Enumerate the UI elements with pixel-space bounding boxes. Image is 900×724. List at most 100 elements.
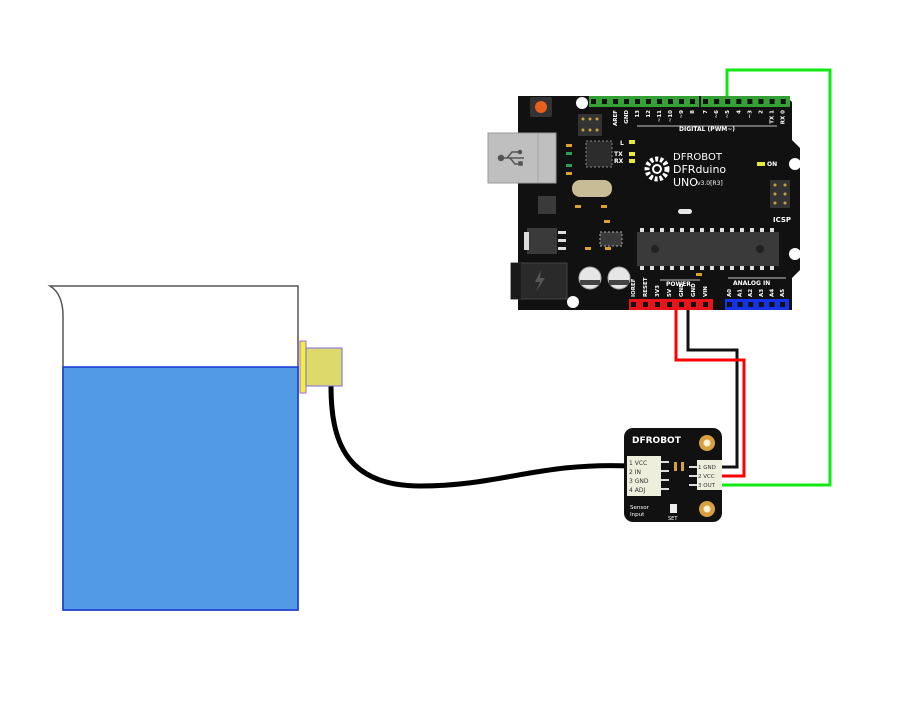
- set-button: [670, 504, 677, 513]
- output-pin-2: 2 VCC: [698, 474, 715, 480]
- chip-pin: [750, 266, 754, 270]
- header-pin: [613, 99, 618, 104]
- led-label-tx: TX: [614, 151, 623, 158]
- pin-label: A0: [727, 289, 733, 297]
- header-pin: [780, 99, 786, 104]
- header-pin: [703, 302, 708, 307]
- sensor-board: DFROBOT 1 VCC 2 IN 3 GND 4 ADJ 1 GND 2 V…: [624, 428, 722, 522]
- header-pin: [631, 302, 636, 307]
- chip-pin: [650, 228, 654, 232]
- pin-label: GND: [679, 283, 685, 297]
- header-pin: [657, 99, 662, 104]
- header-pin: [591, 99, 596, 104]
- chip-pin: [770, 266, 774, 270]
- pin-label: ~10: [668, 110, 674, 122]
- water: [62, 366, 299, 611]
- output-pin-1: 1 GND: [698, 465, 716, 471]
- wire-green-signal: [722, 68, 832, 487]
- sensor-pcb: [624, 428, 722, 522]
- pin-label: GND: [691, 283, 697, 297]
- header-pin: [727, 302, 732, 307]
- header-pin: [679, 99, 684, 104]
- wire-black-gnd: [686, 310, 739, 469]
- chip-pin: [740, 266, 744, 270]
- regulator: [538, 196, 556, 214]
- header-pin: [655, 302, 660, 307]
- input-pin-2: 2 IN: [629, 469, 641, 476]
- pin-label: GND: [624, 110, 630, 124]
- power-jack: [510, 262, 568, 300]
- header-pin: [780, 302, 785, 307]
- set-button-label: SET: [668, 516, 678, 522]
- header-pin: [714, 99, 720, 104]
- chip-pin: [670, 266, 674, 270]
- mounting-hole: [789, 248, 801, 260]
- chip-pin: [710, 228, 714, 232]
- header-pin: [668, 99, 673, 104]
- chip-pin: [660, 266, 664, 270]
- power-pins: [631, 302, 708, 307]
- brand-label: DFROBOT: [673, 152, 723, 163]
- header-pin: [748, 302, 754, 307]
- lightning-icon: [535, 270, 545, 292]
- pin-label: VIN: [703, 286, 709, 297]
- header-pin: [624, 99, 629, 104]
- header-pin: [643, 302, 648, 307]
- probe-flange: [299, 340, 307, 394]
- chip-pin: [760, 228, 764, 232]
- header-pin: [725, 99, 731, 104]
- chip-pin: [740, 228, 744, 232]
- chip-pin: [700, 228, 704, 232]
- pin-label: A3: [759, 289, 765, 297]
- analog-label: ANALOG IN: [733, 280, 770, 287]
- pin-label: 3V3: [655, 285, 661, 297]
- pin-label: RESET: [643, 277, 649, 297]
- header-pin: [737, 302, 743, 307]
- chip-pins-top: [640, 228, 774, 232]
- pin-label: RX 0: [781, 110, 787, 124]
- pin-label: 12: [646, 110, 652, 118]
- header-pin: [758, 302, 764, 307]
- on-label: ON: [767, 161, 777, 168]
- probe: [299, 340, 631, 489]
- capacitor: [607, 266, 631, 290]
- usb-connector: [487, 132, 557, 184]
- input-pin-1: 1 VCC: [629, 460, 647, 467]
- pin-label: 5V: [667, 288, 673, 297]
- icsp-header-usb: [578, 114, 602, 136]
- led-label-l: L: [620, 140, 624, 147]
- header-pin: [691, 302, 696, 307]
- beaker: [47, 285, 299, 611]
- pin-label: IOREF: [631, 278, 637, 297]
- header-pin: [646, 99, 651, 104]
- pin-label: A1: [738, 289, 744, 297]
- digital-header-left: [589, 96, 699, 107]
- chip-pin: [640, 228, 644, 232]
- output-connector: [697, 460, 722, 490]
- digital-pins: [591, 99, 786, 104]
- header-pin: [769, 99, 775, 104]
- header-pin: [602, 99, 607, 104]
- chip-pins-bottom: [640, 266, 774, 270]
- led-label-rx: RX: [614, 158, 624, 165]
- mounting-hole: [567, 296, 579, 308]
- pin-label: ~6: [714, 110, 720, 119]
- wire-red-vcc: [674, 310, 746, 478]
- reset-button-cap: [535, 101, 547, 113]
- sensor-brand: DFROBOT: [632, 436, 682, 446]
- sensor-input-label: Sensor: [630, 505, 650, 511]
- mounting-hole: [789, 158, 801, 170]
- header-pin: [667, 302, 672, 307]
- chip-pin: [750, 228, 754, 232]
- pin-label: A4: [769, 289, 775, 297]
- chip-pin: [650, 266, 654, 270]
- power-pin-labels: IOREF RESET 3V3 5V GND GND VIN: [631, 277, 709, 297]
- header-pin: [747, 99, 753, 104]
- smd-components: [566, 144, 702, 276]
- ic-small: [599, 231, 623, 247]
- status-leds: [629, 140, 765, 166]
- mounting-hole: [576, 97, 588, 109]
- icsp-header: [770, 180, 790, 208]
- icsp-label: ICSP: [773, 216, 791, 224]
